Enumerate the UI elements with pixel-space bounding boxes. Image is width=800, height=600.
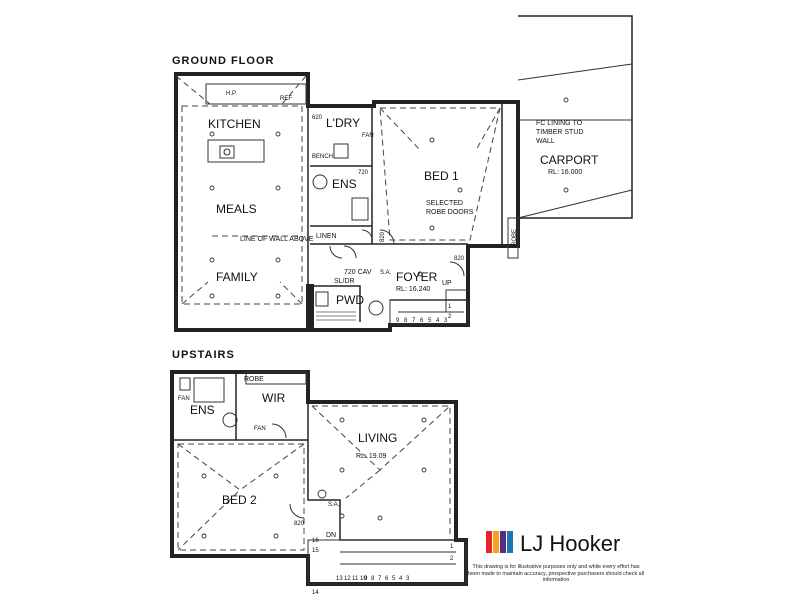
note-foyer-rl: RL: 16.240 xyxy=(396,286,430,293)
note-door-820-bed2: 820 xyxy=(294,521,305,527)
upper-stair-step: 12 xyxy=(344,576,351,582)
room-living: LIVING xyxy=(358,431,397,445)
ground-floor-walls xyxy=(174,15,633,332)
room-ensuite: ENS xyxy=(332,177,357,191)
note-bench: BENCH xyxy=(312,154,333,160)
ground-floor-heading: GROUND FLOOR xyxy=(172,55,274,67)
room-powder: PWD xyxy=(336,293,364,307)
upper-stair-step: 15 xyxy=(312,548,319,554)
upper-stair-step: 11 xyxy=(352,576,359,582)
note-door-820-foyer: 820 xyxy=(454,256,465,262)
brand-stripe-orange xyxy=(493,531,499,553)
room-kitchen: KITCHEN xyxy=(208,117,261,131)
room-wir: WIR xyxy=(262,391,286,405)
note-fan-2: FAN xyxy=(178,396,190,402)
ground-staircase xyxy=(389,289,469,325)
upstairs-roof-lines xyxy=(177,405,451,551)
ground-stair-step: 4 xyxy=(436,318,440,324)
ground-stair-step: 1 xyxy=(448,304,452,310)
note-hotplate: H.P. xyxy=(226,91,237,97)
upstairs-light-points xyxy=(201,417,427,539)
ground-fixtures xyxy=(219,143,384,321)
upper-stair-step: 1 xyxy=(450,544,454,550)
note-fc-3: WALL xyxy=(536,138,555,145)
brand-stripe-purple xyxy=(500,531,506,553)
note-fc-1: FC LINING TO xyxy=(536,120,583,127)
room-laundry: L'DRY xyxy=(326,116,360,130)
room-carport: CARPORT xyxy=(540,153,599,167)
note-smoke-alarm-2: S.A. xyxy=(328,502,340,508)
upper-stair-step: 16 xyxy=(312,538,319,544)
room-meals: MEALS xyxy=(216,202,257,216)
disclaimer-text: This drawing is for illustrative purpose… xyxy=(467,564,645,584)
note-fan: FAN xyxy=(362,133,374,139)
note-smoke-alarm: S.A. xyxy=(380,270,392,276)
note-stairs-down: DN xyxy=(326,532,336,539)
upstairs-room-labels: ENS WIR LIVING BED 2 ROBE RL: 19.09 S.A.… xyxy=(178,376,397,539)
note-living-rl: RL: 19.09 xyxy=(356,453,386,460)
ground-door-swings xyxy=(329,229,465,277)
note-sliding-door: SL/DR xyxy=(334,278,355,285)
ground-stair-step: 2 xyxy=(448,314,452,320)
upper-stair-step: 14 xyxy=(312,590,319,596)
note-door-820-bed1: 820 xyxy=(380,231,386,242)
upper-stair-step: 3 xyxy=(406,576,410,582)
upper-stair-step: 6 xyxy=(385,576,389,582)
note-fan-3: FAN xyxy=(254,426,266,432)
upper-stair-step: 7 xyxy=(378,576,382,582)
ground-stair-step: 9 xyxy=(396,318,400,324)
ground-roof-lines xyxy=(175,75,501,305)
lj-hooker-logo: LJ Hooker xyxy=(486,528,636,558)
room-linen: LINEN xyxy=(316,233,337,240)
upper-stair-step: 10 xyxy=(360,576,367,582)
room-bed2: BED 2 xyxy=(222,493,257,507)
upstairs-door-swings xyxy=(271,423,305,519)
upper-stair-step: 5 xyxy=(392,576,396,582)
note-carport-rl: RL: 16.000 xyxy=(548,169,582,176)
ground-light-points xyxy=(209,97,569,299)
upper-stair-step: 9 xyxy=(364,576,368,582)
note-fridge: REF xyxy=(280,96,292,102)
upstairs-heading: UPSTAIRS xyxy=(172,349,235,361)
room-bed1: BED 1 xyxy=(424,169,459,183)
note-robe-side: ROBE xyxy=(512,229,518,246)
ground-stair-step: 7 xyxy=(412,318,416,324)
note-door-620: 620 xyxy=(312,115,323,121)
ground-stair-step: 5 xyxy=(428,318,432,324)
note-line-of-wall: LINE OF WALL ABOVE xyxy=(240,236,314,243)
note-stairs-up: UP xyxy=(442,280,452,287)
note-robe-doors-1: SELECTED xyxy=(426,200,463,207)
upper-stair-step: 13 xyxy=(336,576,343,582)
room-robe-upstairs: ROBE xyxy=(244,376,264,383)
brand-mark: LJ Hooker xyxy=(486,531,620,556)
room-ensuite-2: ENS xyxy=(190,403,215,417)
brand-stripe-blue xyxy=(507,531,513,553)
upstairs-staircase xyxy=(307,539,467,585)
brand-name: LJ Hooker xyxy=(520,531,620,556)
upper-stair-step: 4 xyxy=(399,576,403,582)
ground-stair-step: 3 xyxy=(444,318,448,324)
room-foyer: FOYER xyxy=(396,270,438,284)
note-door-720: 720 xyxy=(358,170,369,176)
upper-stair-step: 8 xyxy=(371,576,375,582)
room-family: FAMILY xyxy=(216,270,258,284)
ground-stair-step: 8 xyxy=(404,318,408,324)
brand-stripe-red xyxy=(486,531,492,553)
note-fc-2: TIMBER STUD xyxy=(536,129,583,136)
ground-stair-step: 6 xyxy=(420,318,424,324)
ground-room-labels: KITCHEN L'DRY MEALS FAMILY ENS BED 1 FOY… xyxy=(208,91,599,307)
upper-stair-step: 2 xyxy=(450,556,454,562)
note-robe-doors-2: ROBE DOORS xyxy=(426,209,474,216)
note-cavity-door: 720 CAV xyxy=(344,269,372,276)
